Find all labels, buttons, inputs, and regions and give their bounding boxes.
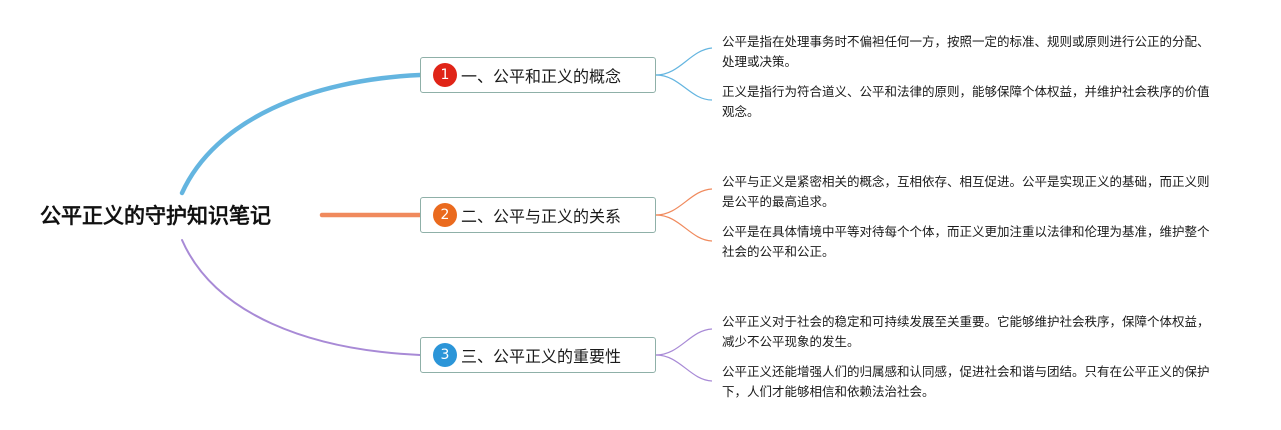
connector-branch-1-detail-1: [655, 47, 713, 76]
number-badge-3-icon: 3: [433, 343, 457, 367]
detail-2-1[interactable]: 公平与正义是紧密相关的概念，互相依存、相互促进。公平是实现正义的基础，而正义则是…: [722, 174, 1210, 209]
detail-3-2[interactable]: 公平正义还能增强人们的归属感和认同感，促进社会和谐与团结。只有在公平正义的保护下…: [722, 364, 1210, 399]
branch-label-1: 一、公平和正义的概念: [461, 67, 622, 86]
detail-1-1[interactable]: 公平是指在处理事务时不偏袒任何一方，按照一定的标准、规则或原则进行公正的分配、处…: [722, 34, 1210, 69]
root-topic[interactable]: 公平正义的守护知识笔记: [40, 204, 271, 228]
number-badge-1-icon: 1: [433, 63, 457, 87]
detail-1-2[interactable]: 正义是指行为符合道义、公平和法律的原则，能够保障个体权益，并维护社会秩序的价值观…: [722, 84, 1210, 119]
connector-branch-3-detail-2: [655, 354, 713, 382]
connector-branch-2-detail-1: [655, 188, 713, 216]
connector-root-branch-3: [181, 239, 421, 356]
branch-label-2: 二、公平与正义的关系: [461, 207, 622, 226]
detail-2-2[interactable]: 公平是在具体情境中平等对待每个个体，而正义更加注重以法律和伦理为基准，维护整个社…: [722, 224, 1210, 259]
branch-topic-3[interactable]: 3 三、公平正义的重要性: [420, 337, 656, 373]
connector-branch-2-detail-2: [655, 214, 713, 242]
branch-topic-2[interactable]: 2 二、公平与正义的关系: [420, 197, 656, 233]
detail-3-1[interactable]: 公平正义对于社会的稳定和可持续发展至关重要。它能够维护社会秩序，保障个体权益，减…: [722, 314, 1210, 349]
branch-topic-1[interactable]: 1 一、公平和正义的概念: [420, 57, 656, 93]
connector-branch-1-detail-2: [655, 74, 713, 101]
connector-root-branch-1: [179, 72, 423, 196]
number-badge-2-icon: 2: [433, 203, 457, 227]
connector-branch-3-detail-1: [655, 328, 713, 356]
branch-label-3: 三、公平正义的重要性: [461, 347, 622, 366]
